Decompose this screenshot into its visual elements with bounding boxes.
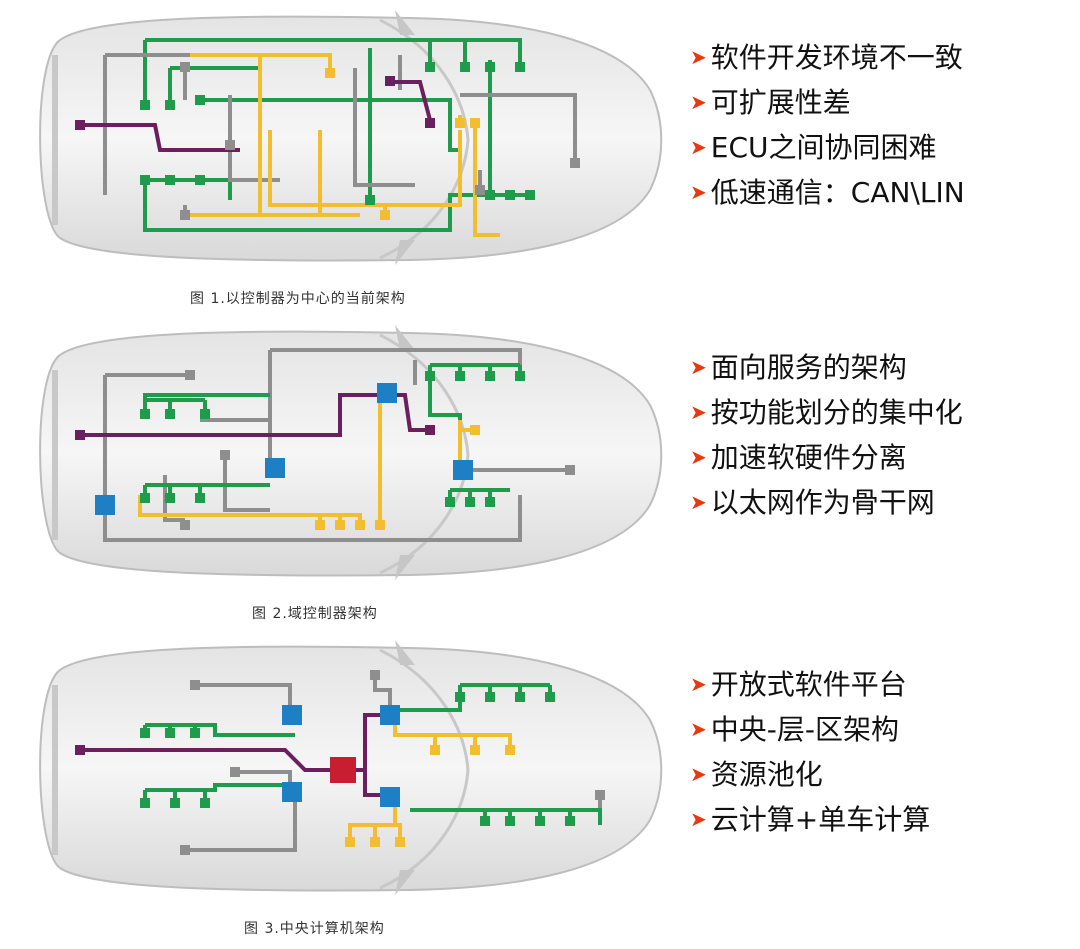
bullet-item: ➤ECU之间协同困难 (690, 125, 965, 170)
figure-2-bullet-list: ➤面向服务的架构 ➤按功能划分的集中化 ➤加速软硬件分离 ➤以太网作为骨干网 (690, 345, 963, 525)
arrow-right-icon: ➤ (690, 762, 707, 786)
figure-2-svg (39, 325, 663, 580)
green-wiring (143, 363, 522, 500)
domain-controllers (95, 383, 473, 515)
figure-1-caption: 图 1.以控制器为中心的当前架构 (190, 291, 406, 307)
arrow-right-icon: ➤ (690, 180, 707, 204)
bullet-item: ➤以太网作为骨干网 (690, 480, 963, 525)
ecu-nodes (75, 62, 580, 220)
gray-wiring (103, 348, 570, 542)
arrow-right-icon: ➤ (690, 490, 707, 514)
figure-1-svg (39, 10, 663, 265)
bullet-item: ➤按功能划分的集中化 (690, 390, 963, 435)
green-wiring (143, 683, 602, 825)
figure-2-car-diagram (20, 325, 670, 580)
figure-3-car-diagram (20, 640, 670, 895)
arrow-right-icon: ➤ (690, 807, 707, 831)
controllers (282, 705, 400, 807)
figure-3-caption: 图 3.中央计算机架构 (244, 921, 385, 937)
bullet-item: ➤开放式软件平台 (690, 662, 930, 707)
arrow-right-icon: ➤ (690, 445, 707, 469)
figure-1-car-diagram (20, 10, 670, 265)
ecu-nodes (75, 370, 575, 530)
ecu-nodes (75, 670, 605, 855)
car-body (39, 10, 663, 265)
bullet-item: ➤云计算+单车计算 (690, 797, 930, 842)
bullet-item: ➤软件开发环境不一致 (690, 35, 965, 80)
figure-2-caption: 图 2.域控制器架构 (252, 606, 378, 622)
arrow-right-icon: ➤ (690, 717, 707, 741)
arrow-right-icon: ➤ (690, 135, 707, 159)
purple-wiring (80, 80, 432, 152)
arrow-right-icon: ➤ (690, 45, 707, 69)
arrow-right-icon: ➤ (690, 355, 707, 379)
bullet-item: ➤资源池化 (690, 752, 930, 797)
bullet-item: ➤低速通信：CAN\LIN (690, 170, 965, 215)
arrow-right-icon: ➤ (690, 400, 707, 424)
bullet-item: ➤中央-层-区架构 (690, 707, 930, 752)
figure-3-bullet-list: ➤开放式软件平台 ➤中央-层-区架构 ➤资源池化 ➤云计算+单车计算 (690, 662, 930, 842)
figure-1-bullet-list: ➤软件开发环境不一致 ➤可扩展性差 ➤ECU之间协同困难 ➤低速通信：CAN\L… (690, 35, 965, 215)
bullet-item: ➤加速软硬件分离 (690, 435, 963, 480)
bullet-item: ➤可扩展性差 (690, 80, 965, 125)
arrow-right-icon: ➤ (690, 90, 707, 114)
bullet-item: ➤面向服务的架构 (690, 345, 963, 390)
figure-3-svg (39, 640, 663, 895)
arrow-right-icon: ➤ (690, 672, 707, 696)
